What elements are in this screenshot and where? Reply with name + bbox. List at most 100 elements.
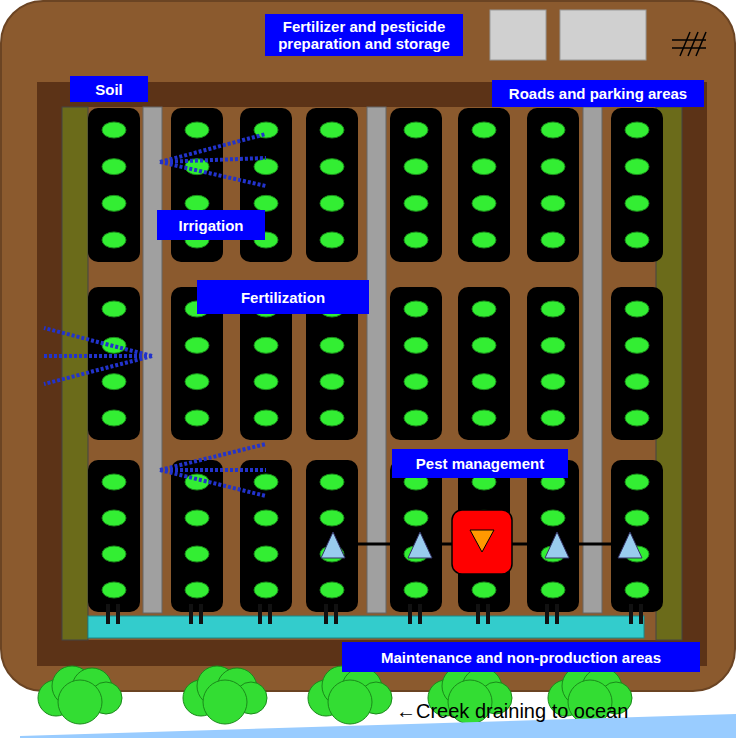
plant: [625, 410, 649, 426]
plant: [472, 374, 496, 390]
plant: [625, 582, 649, 598]
plant: [102, 301, 126, 317]
plant: [320, 232, 344, 248]
pipe: [268, 604, 272, 624]
crop-bed: [88, 108, 140, 262]
plant: [102, 582, 126, 598]
plant: [185, 122, 209, 138]
plant: [185, 510, 209, 526]
pipe: [639, 604, 643, 624]
plant: [541, 410, 565, 426]
pipe: [258, 604, 262, 624]
crop-bed: [458, 108, 510, 262]
plant: [254, 337, 278, 353]
pipe: [324, 604, 328, 624]
plant: [320, 582, 344, 598]
crop-beds: [88, 108, 663, 612]
crop-bed: [527, 287, 579, 440]
plant: [541, 510, 565, 526]
plant: [320, 122, 344, 138]
plant: [320, 374, 344, 390]
crop-bed: [390, 460, 442, 612]
plant: [102, 374, 126, 390]
farm-ground: [1, 1, 735, 691]
plant: [102, 232, 126, 248]
drainage-channel: [88, 616, 644, 638]
plant: [541, 337, 565, 353]
plant: [254, 474, 278, 490]
plant: [102, 510, 126, 526]
crop-bed: [306, 460, 358, 612]
plant: [320, 337, 344, 353]
pipe: [476, 604, 480, 624]
plant: [625, 474, 649, 490]
plant: [102, 159, 126, 175]
pipe: [189, 604, 193, 624]
pipe: [408, 604, 412, 624]
bush: [328, 680, 372, 724]
plant: [541, 301, 565, 317]
plant: [320, 510, 344, 526]
plant: [541, 582, 565, 598]
label-box: Soil: [70, 76, 148, 102]
plant: [625, 337, 649, 353]
plant: [102, 474, 126, 490]
creek: [20, 714, 736, 738]
plant: [625, 374, 649, 390]
plant: [254, 510, 278, 526]
plant: [625, 122, 649, 138]
plant: [320, 195, 344, 211]
plant: [320, 159, 344, 175]
crop-bed: [88, 287, 140, 440]
plant: [541, 232, 565, 248]
plant: [625, 301, 649, 317]
crop-bed: [306, 108, 358, 262]
plant: [404, 159, 428, 175]
plant: [541, 159, 565, 175]
creek-label: ←Creek draining to ocean: [396, 700, 628, 723]
drain-pipes: [106, 604, 643, 624]
path: [367, 107, 386, 613]
plant: [102, 195, 126, 211]
label-text: Pest management: [416, 455, 544, 472]
pipe: [334, 604, 338, 624]
pipe: [629, 604, 633, 624]
label-text: Maintenance and non-production areas: [381, 649, 661, 666]
label-text: Fertilizer and pesticide preparation and…: [271, 18, 457, 52]
parking-hatch: [672, 32, 706, 56]
plant: [472, 122, 496, 138]
label-box: Roads and parking areas: [492, 80, 704, 107]
crop-bed: [527, 108, 579, 262]
plant: [185, 195, 209, 211]
plant: [472, 301, 496, 317]
plant: [102, 410, 126, 426]
plant: [185, 410, 209, 426]
plant: [404, 337, 428, 353]
crop-bed: [240, 460, 292, 612]
crop-bed: [611, 108, 663, 262]
pipe: [555, 604, 559, 624]
plant: [185, 374, 209, 390]
plant: [404, 582, 428, 598]
plant: [625, 510, 649, 526]
path: [583, 107, 602, 613]
label-box: Irrigation: [157, 210, 265, 240]
riparian-bushes: [38, 666, 632, 724]
label-box: Pest management: [392, 449, 568, 478]
label-box: Fertilizer and pesticide preparation and…: [265, 14, 463, 56]
plant: [541, 374, 565, 390]
road: [682, 82, 707, 666]
pipe: [199, 604, 203, 624]
plant: [404, 301, 428, 317]
label-box: Fertilization: [197, 280, 369, 314]
sprayer: [321, 510, 642, 574]
plant: [625, 159, 649, 175]
bush: [58, 680, 102, 724]
pipe: [486, 604, 490, 624]
crop-bed: [611, 460, 663, 612]
plant: [404, 232, 428, 248]
crop-bed: [611, 287, 663, 440]
plant: [404, 195, 428, 211]
plant: [320, 410, 344, 426]
